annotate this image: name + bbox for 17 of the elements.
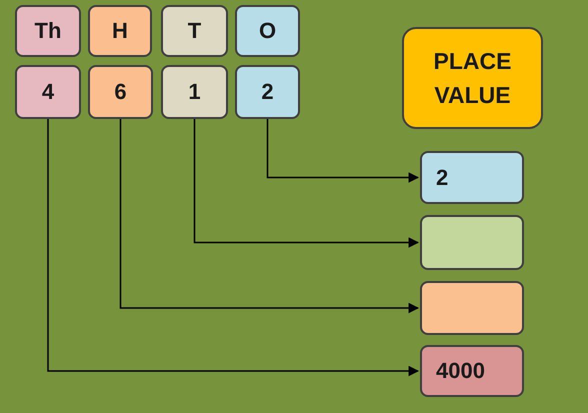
arrow: [194, 119, 420, 248]
arrow: [266, 119, 420, 183]
digit-box: T: [161, 5, 228, 57]
digit-box: O: [235, 5, 300, 57]
digit-box: 6: [88, 65, 153, 119]
digit-box: 2: [420, 151, 524, 204]
empty-box: [420, 281, 524, 335]
title-box: PLACE VALUE: [402, 27, 543, 129]
digit-box: H: [88, 5, 152, 57]
digit-box: 4000: [420, 345, 524, 397]
digit-box: Th: [15, 5, 81, 57]
digit-box: 1: [161, 65, 228, 119]
digit-box: 4: [15, 65, 81, 119]
arrow: [47, 119, 420, 376]
digit-box: 2: [235, 65, 300, 119]
empty-box: [420, 215, 524, 270]
arrow: [120, 119, 420, 314]
